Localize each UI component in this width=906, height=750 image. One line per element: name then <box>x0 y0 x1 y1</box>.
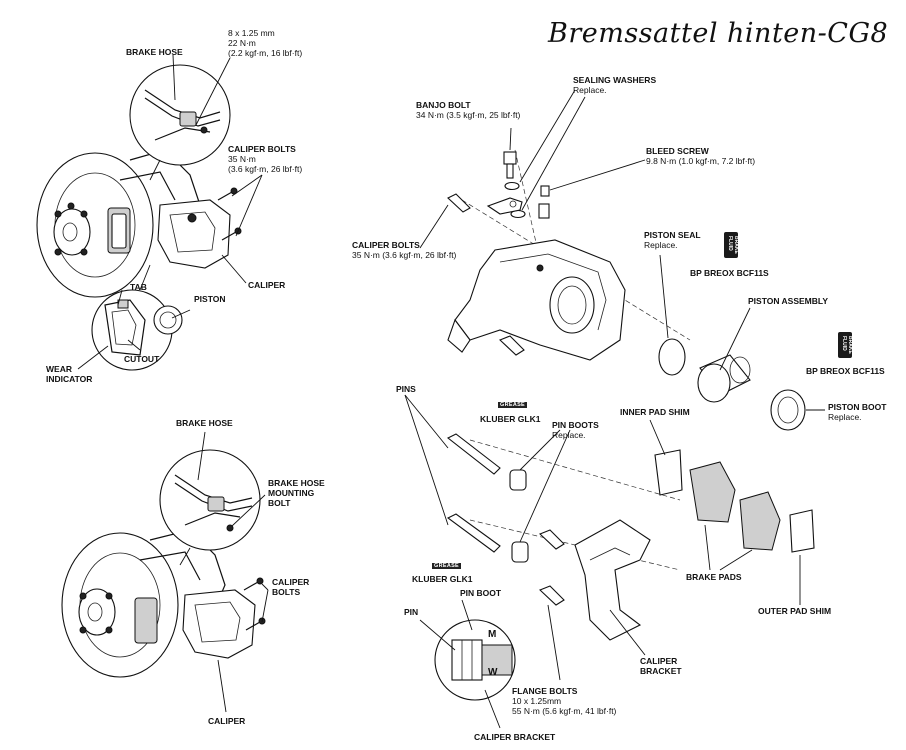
kluber-label-2: KLUBER GLK1 <box>412 574 473 584</box>
caliper-bolt-lower <box>498 335 525 356</box>
bleed-screw <box>540 185 550 197</box>
inner-pad-shim <box>654 449 683 496</box>
bp-breox-label-2: BP BREOX BCF11S <box>806 366 885 376</box>
pin-upper <box>446 433 501 475</box>
caliper-bolts-label: CALIPER BOLTS 35 N·m (3.6 kgf·m, 26 lbf·… <box>352 240 457 260</box>
tl-piston-ring <box>153 305 183 335</box>
kluber-label-1: KLUBER GLK1 <box>480 414 541 424</box>
caliper-bore <box>549 276 595 334</box>
caliper-bracket-label-2: CALIPER BRACKET <box>474 732 556 742</box>
brake-fluid-bottle-2-icon: BRAKE FLUID <box>838 332 853 358</box>
bl-caliper-bolts-label: CALIPER BOLTS <box>272 577 310 597</box>
caliper-bracket <box>574 519 651 641</box>
caliper-bracket-label-1: CALIPER BRACKET <box>640 656 682 676</box>
tl-brake-hose-label: BRAKE HOSE <box>126 47 183 57</box>
caliper-bolt-upper <box>447 193 471 213</box>
piston-assembly-label: PISTON ASSEMBLY <box>748 296 828 306</box>
exploded-caliper <box>404 89 825 729</box>
tl-wear-indicator-label: WEAR INDICATOR <box>46 364 93 384</box>
bleed-screw-label: BLEED SCREW 9.8 N·m (1.0 kgf·m, 7.2 lbf·… <box>646 146 756 166</box>
outer-pad-shim <box>789 509 815 553</box>
pins-label: PINS <box>396 384 416 394</box>
bl-caliper-body <box>182 589 256 659</box>
pin-boot-label: PIN BOOT <box>460 588 502 598</box>
bl-hub <box>78 588 116 636</box>
flange-bolt-lower <box>538 585 565 606</box>
sealing-washers-label: SEALING WASHERS Replace. <box>573 75 657 95</box>
tl-cutout-label: CUTOUT <box>124 354 160 364</box>
brake-pads-label: BRAKE PADS <box>686 572 742 582</box>
piston-seal-label: PISTON SEAL Replace. <box>644 230 701 250</box>
pin-boot-lower <box>511 541 529 563</box>
tl-piston-label: PISTON <box>194 294 226 304</box>
tl-tab-label: TAB <box>130 282 147 292</box>
pin-label: PIN <box>404 607 419 617</box>
inset-letter-w: W <box>488 667 498 678</box>
flange-bolts-label: FLANGE BOLTS 10 x 1.25mm 55 N·m (5.6 kgf… <box>512 686 617 716</box>
piston-seal <box>658 338 686 376</box>
flange-bolt-upper <box>538 529 565 550</box>
outer-pad-shim-label: OUTER PAD SHIM <box>758 606 832 616</box>
diagram-title: Bremssattel hinten-CG8 <box>548 18 889 49</box>
tl-caliper-bolts-label: CALIPER BOLTS 35 N·m (3.6 kgf·m, 26 lbf·… <box>228 144 303 174</box>
bp-breox-label-1: BP BREOX BCF11S <box>690 268 769 278</box>
banjo-bolt-label: BANJO BOLT 34 N·m (3.5 kgf·m, 25 lbf·ft) <box>416 100 521 120</box>
grease-tube-2-icon: GREASE <box>432 563 462 569</box>
bottom-left-assembly <box>61 431 269 713</box>
pin-boot-upper <box>509 469 527 491</box>
tl-banjo-spec-label: 8 x 1.25 mm 22 N·m (2.2 kgf·m, 16 lbf·ft… <box>228 28 303 58</box>
top-left-assembly <box>36 54 263 371</box>
caliper-housing <box>454 239 626 361</box>
brake-pad-inner <box>689 461 736 523</box>
banjo-bolt <box>503 151 517 165</box>
sealing-washer-upper <box>504 181 520 191</box>
piston-boot-label: PISTON BOOT Replace. <box>828 402 887 422</box>
inset-letter-m: M <box>488 629 497 640</box>
pin-lower <box>446 513 501 553</box>
bl-hose-bolt-label: BRAKE HOSE MOUNTING BOLT <box>268 478 325 508</box>
brake-fluid-bottle-1-icon: BRAKE FLUID <box>724 232 739 258</box>
tl-caliper-label: CALIPER <box>248 280 286 290</box>
tl-caliper-body <box>157 199 231 269</box>
bl-caliper-label: CALIPER <box>208 716 246 726</box>
bl-brake-hose-label: BRAKE HOSE <box>176 418 233 428</box>
grease-tube-1-icon: GREASE <box>498 402 528 408</box>
brake-pad-outer <box>739 491 781 551</box>
pin-boots-label: PIN BOOTS Replace. <box>552 420 599 440</box>
inner-pad-shim-label: INNER PAD SHIM <box>620 407 690 417</box>
piston-boot <box>770 389 806 431</box>
